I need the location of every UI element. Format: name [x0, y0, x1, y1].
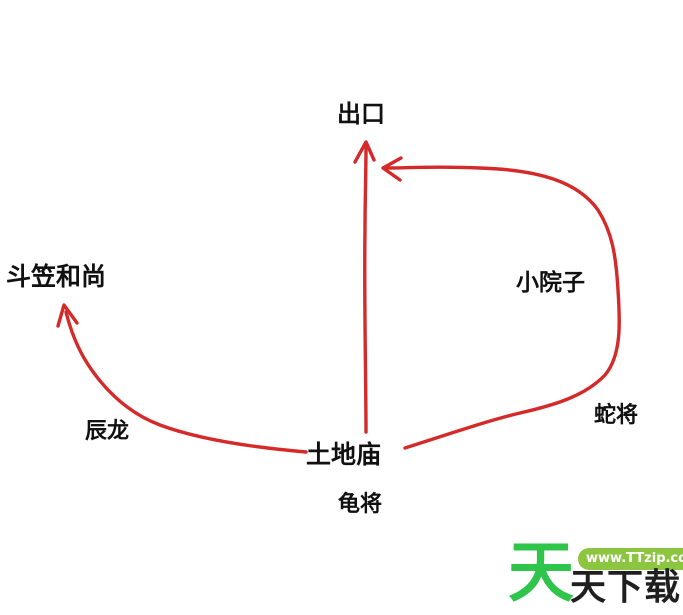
label-dragon: 辰龙 — [85, 419, 129, 444]
route-temple-to-monk — [64, 310, 308, 454]
label-monk: 斗笠和尚 — [6, 262, 106, 291]
arrow-head-icon — [381, 156, 403, 182]
label-snake-general: 蛇将 — [594, 402, 638, 428]
arrow-head-icon — [353, 140, 376, 164]
watermark-text: 天下载 — [570, 567, 682, 608]
arrow-head-icon — [56, 303, 79, 328]
label-courtyard: 小院子 — [516, 269, 585, 296]
label-exit: 出口 — [337, 100, 385, 128]
label-turtle-general: 龟将 — [338, 491, 382, 517]
watermark-url: www.TTzip.com — [578, 548, 683, 570]
route-temple-to-exit — [363, 146, 368, 434]
watermark-big-glyph: 天 — [508, 534, 574, 611]
watermark-logo: 天 www.TTzip.com 天下载 — [508, 540, 683, 615]
route-temple-via-courtyard-to-exit — [383, 165, 621, 450]
label-temple: 土地庙 — [306, 440, 381, 469]
